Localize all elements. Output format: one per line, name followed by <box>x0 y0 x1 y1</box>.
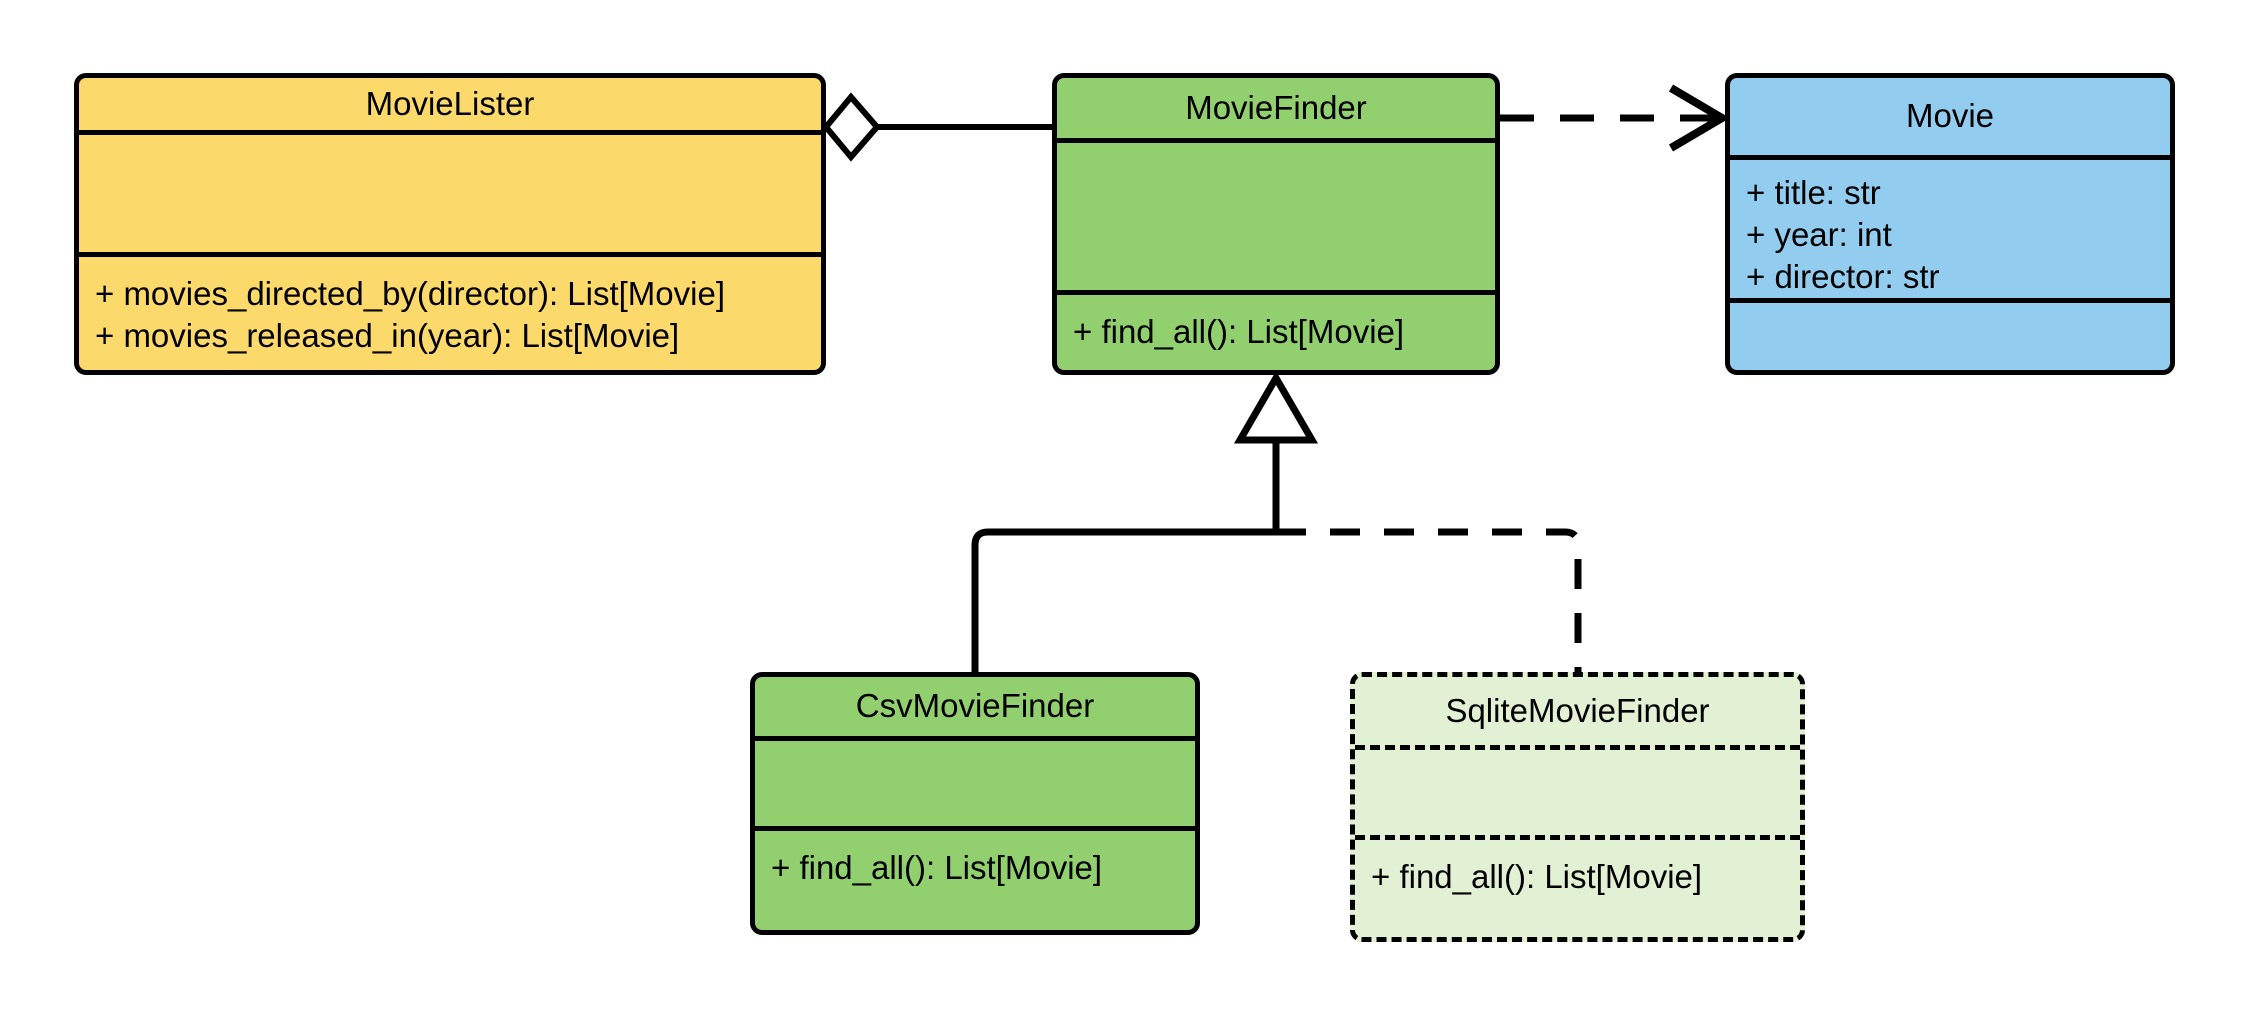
attributes-compartment-movie: + title: str + year: int + director: str <box>1730 160 2170 303</box>
operations-compartment-movie <box>1730 303 2170 370</box>
attribute-row: + year: int <box>1746 216 1892 254</box>
class-name-movie-lister: MovieLister <box>79 78 821 135</box>
operation-row: + find_all(): List[Movie] <box>1371 858 1703 895</box>
operation-row: + find_all(): List[Movie] <box>1073 313 1405 350</box>
generalization-branch-csv <box>971 528 1276 672</box>
operations-compartment-movie-finder: + find_all(): List[Movie] <box>1057 295 1495 370</box>
attributes-compartment-movie-lister <box>79 135 821 257</box>
class-name-movie: Movie <box>1730 78 2170 160</box>
open-diamond-icon <box>822 92 881 162</box>
operations-compartment-csv-movie-finder: + find_all(): List[Movie] <box>755 831 1195 930</box>
attribute-row: + title: str <box>1746 174 1881 211</box>
class-box-movie[interactable]: Movie + title: str + year: int + directo… <box>1725 73 2175 375</box>
operations-compartment-movie-lister: + movies_directed_by(director): List[Mov… <box>79 257 821 370</box>
operations-compartment-sqlite-movie-finder: + find_all(): List[Movie] <box>1355 840 1800 937</box>
hollow-triangle-icon <box>1233 371 1319 444</box>
class-box-movie-lister[interactable]: MovieLister + movies_directed_by(directo… <box>74 73 826 375</box>
realization-branch-sqlite <box>1276 528 1582 672</box>
operation-row: + movies_released_in(year): List[Movie] <box>95 317 680 355</box>
operation-row: + movies_directed_by(director): List[Mov… <box>95 275 725 312</box>
operation-row: + find_all(): List[Movie] <box>771 849 1103 886</box>
dependency-connector[interactable] <box>1500 84 1730 152</box>
class-box-movie-finder[interactable]: MovieFinder + find_all(): List[Movie] <box>1052 73 1500 375</box>
generalization-connector[interactable] <box>971 371 1582 672</box>
attributes-compartment-sqlite-movie-finder <box>1355 750 1800 840</box>
open-arrowhead-icon <box>1668 84 1730 152</box>
attributes-compartment-csv-movie-finder <box>755 741 1195 831</box>
aggregation-connector[interactable] <box>822 92 1052 162</box>
class-name-movie-finder: MovieFinder <box>1057 78 1495 143</box>
attribute-row: + director: str <box>1746 258 1940 296</box>
class-box-csv-movie-finder[interactable]: CsvMovieFinder + find_all(): List[Movie] <box>750 672 1200 935</box>
attributes-compartment-movie-finder <box>1057 143 1495 295</box>
class-name-csv-movie-finder: CsvMovieFinder <box>755 677 1195 741</box>
class-name-sqlite-movie-finder: SqliteMovieFinder <box>1355 677 1800 750</box>
class-box-sqlite-movie-finder[interactable]: SqliteMovieFinder + find_all(): List[Mov… <box>1350 672 1805 942</box>
